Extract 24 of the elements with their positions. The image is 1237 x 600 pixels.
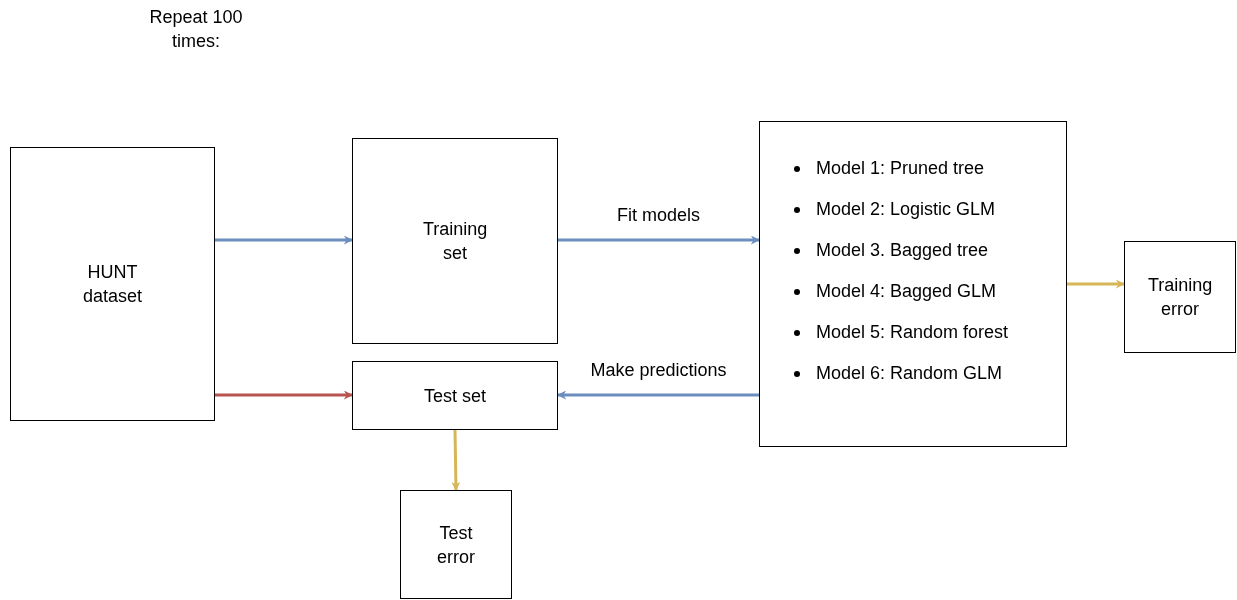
arrow <box>557 390 759 400</box>
list-item: Model 2: Logistic GLM <box>816 198 996 220</box>
arrow <box>1067 279 1125 289</box>
process-box <box>352 138 558 344</box>
note-text: Repeat 100 times: <box>148 6 244 53</box>
list-item: Model 6: Random GLM <box>816 362 1003 384</box>
box-label: Test error <box>436 521 476 569</box>
list-item: Model 1: Pruned tree <box>816 157 985 179</box>
list-item: Model 3. Bagged tree <box>816 239 989 261</box>
box-label: HUNT dataset <box>81 261 143 308</box>
list-item: Model 4: Bagged GLM <box>816 280 997 302</box>
box-label: Training set <box>423 218 487 265</box>
box-label: Training error <box>1148 274 1212 321</box>
process-box <box>10 147 215 421</box>
process-box <box>400 490 512 599</box>
arrow <box>215 235 353 245</box>
process-box <box>352 361 558 430</box>
list-item: Model 5: Random forest <box>816 321 1009 343</box>
process-box <box>1124 241 1236 353</box>
arrow <box>215 390 353 400</box>
arrow <box>451 429 461 491</box>
box-label: Test set <box>423 384 487 408</box>
arrow <box>558 235 760 245</box>
model-list-box <box>759 121 1067 447</box>
